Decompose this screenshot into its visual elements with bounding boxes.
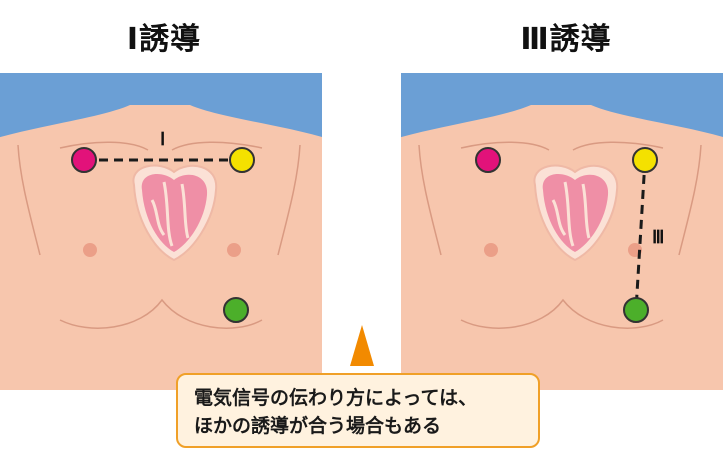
electrode-right-arm [475,147,501,173]
callout-line-2: ほかの誘導が合う場合もある [194,415,442,437]
chest-line [460,298,664,329]
lead-iii-dashed-line [634,159,647,311]
clavicle-left [460,141,550,151]
heart-icon [533,164,619,262]
lead-iii-title: Ⅲ誘導 [520,22,612,57]
electrode-left-arm [229,147,255,173]
electrode-left-leg [223,297,249,323]
lead-iii-panel: Ⅲ [401,73,723,390]
chest-line [59,298,263,329]
electrode-left-arm [632,147,658,173]
clavicle-right [572,141,664,151]
shoulder-left [17,144,41,256]
shoulder-right [678,144,702,256]
callout-line-1: 電気信号の伝わり方によっては、 [194,387,478,409]
callout-arrow [350,325,374,366]
callout-box: 電気信号の伝わり方によっては、 ほかの誘導が合う場合もある [176,373,540,448]
clavicle-left [59,141,149,151]
lead-i-panel: Ⅰ [0,73,322,390]
electrode-left-leg [623,297,649,323]
heart-icon [132,164,218,262]
shoulder-left [418,144,442,256]
lead-i-title: Ⅰ誘導 [126,22,202,57]
torso [401,105,723,390]
nipple-left [83,243,97,257]
shoulder-right [277,144,301,256]
nipple-left [484,243,498,257]
lead-i-label: Ⅰ [160,129,165,149]
electrode-right-arm [71,147,97,173]
clavicle-right [171,141,263,151]
lead-iii-label: Ⅲ [652,227,664,247]
nipple-right [227,243,241,257]
